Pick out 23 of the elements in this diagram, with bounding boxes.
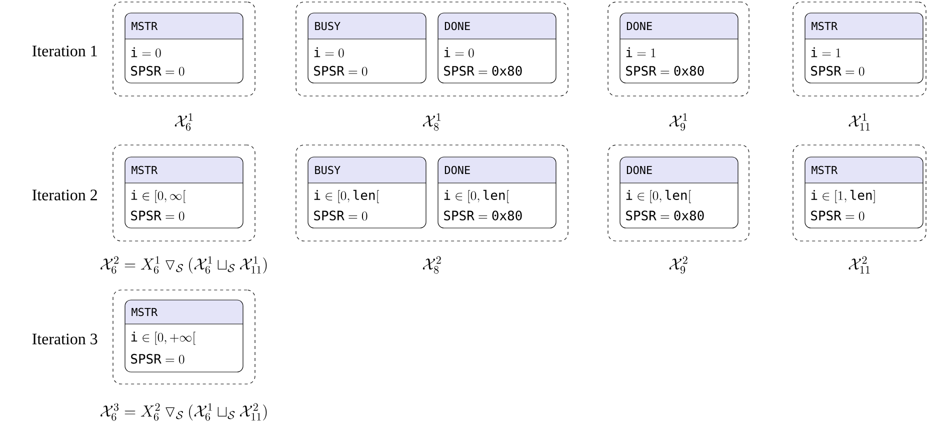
state-box: MSTR $\texttt{i} = 0$ $\texttt{SPSR} = 0$ (124, 12, 244, 84)
state-box: MSTR $\texttt{i} \in [0, +\infty[$ $\texttt{SPSR} = 0$ (124, 300, 244, 372)
state-box: BUSY $\texttt{i} \in [0, \texttt{len}[$ $\texttt{SPSR} = 0$ (308, 156, 426, 228)
node-label: $\mathcal{X}_{11}^{2}$ (848, 256, 870, 274)
state-box: MSTR $\texttt{i} \in [0, \infty[$ $\texttt{SPSR} = 0$ (124, 156, 244, 228)
row-label: Iteration 2 (32, 190, 97, 200)
node-label: $\mathcal{X}_{8}^{1}$ (422, 113, 440, 131)
node-label: $\mathcal{X}_{9}^{2}$ (669, 256, 688, 274)
state-box: BUSY $\texttt{i} = 0$ $\texttt{SPSR} = 0$ (308, 12, 426, 84)
node-label: $\mathcal{X}_{9}^{1}$ (669, 113, 687, 131)
node-label: $\mathcal{X}_{11}^{1}$ (848, 113, 870, 130)
state-box: MSTR $\texttt{i} \in [1, \texttt{len}]$ $\texttt{SPSR} = 0$ (804, 156, 924, 228)
node-label: $\mathcal{X}_{6}^{1}$ (174, 113, 192, 131)
node-label: $\mathcal{X}_{6}^{2} = X_{6}^{1} \mathbin{\triangledown_{\mathcal{S}}} (\mathcal{X}_{6}^{1} \sqcup_{\mathcal{S}} \mathcal{X}_{11}^{1})$ (100, 256, 267, 274)
state-box: DONE $\texttt{i} \in [0, \texttt{len}[$ $\texttt{SPSR} = \texttt{0x80}$ (438, 156, 556, 228)
row-label: Iteration 3 (32, 334, 98, 344)
state-box: MSTR $\texttt{i} = 1$ $\texttt{SPSR} = 0$ (804, 12, 924, 84)
node-label: $\mathcal{X}_{6}^{3} = X_{6}^{2} \mathbin{\triangledown_{\mathcal{S}}} (\mathcal{X}_{6}^{1} \sqcup_{\mathcal{S}} \mathcal{X}_{11}^{2})$ (100, 403, 267, 421)
state-box: DONE $\texttt{i} = 1$ $\texttt{SPSR} = \texttt{0x80}$ (620, 12, 738, 84)
state-box: DONE $\texttt{i} \in [0, \texttt{len}[$ $\texttt{SPSR} = \texttt{0x80}$ (620, 156, 738, 228)
state-box: DONE $\texttt{i} = 0$ $\texttt{SPSR} = \texttt{0x80}$ (438, 12, 556, 84)
node-label: $\mathcal{X}_{8}^{2}$ (422, 256, 441, 274)
row-label: Iteration 1 (32, 46, 97, 56)
